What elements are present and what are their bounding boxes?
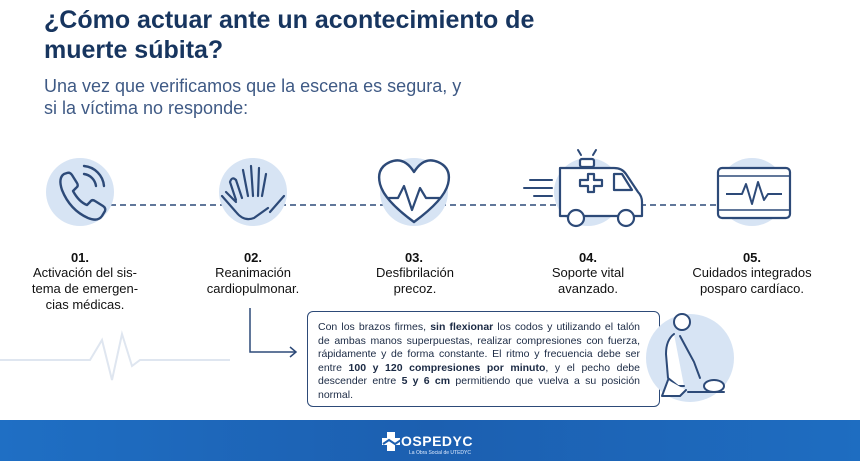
page-title: ¿Cómo actuar ante un acontecimiento de m… (44, 6, 535, 64)
ospedyc-logo-icon (382, 432, 401, 451)
pulse-decoration (0, 330, 230, 381)
cpr-detail-box (307, 311, 660, 407)
cpr-person-icon (646, 313, 734, 402)
heart-pulse-icon (377, 158, 451, 226)
footer-bar (0, 420, 860, 461)
monitor-icon (716, 158, 792, 226)
step-2-number: 02. (243, 250, 263, 265)
step-3-number: 03. (404, 250, 424, 265)
hands-cpr-icon (219, 158, 287, 226)
step-4-label: Soporte vital avanzado. (551, 265, 625, 296)
step-1-number: 01. (70, 250, 90, 265)
step-3-label: Desfibrilación precoz. (375, 265, 455, 296)
page-subtitle: Una vez que verificamos que la escena es… (44, 76, 462, 118)
step-5-number: 05. (742, 250, 762, 265)
footer-tagline: La Obra Social de UTEDYC (409, 450, 471, 456)
step-4-number: 04. (578, 250, 598, 265)
detail-connector-line (249, 308, 296, 353)
arrow-icon (289, 346, 298, 358)
phone-icon (46, 158, 114, 226)
steps-strip (46, 149, 792, 228)
decorations (0, 308, 298, 381)
ambulance-icon (523, 149, 644, 228)
step-2-label: Reanimación cardiopulmonar. (206, 265, 300, 296)
cpr-detail-text: Con los brazos firmes, sin flexionar los… (318, 321, 641, 401)
step-1-label: Activación del sis- tema de emergen- cia… (31, 265, 139, 312)
step-5-label: Cuidados integrados posparo cardíaco. (692, 265, 812, 296)
footer-brand: OSPEDYC (401, 433, 473, 449)
